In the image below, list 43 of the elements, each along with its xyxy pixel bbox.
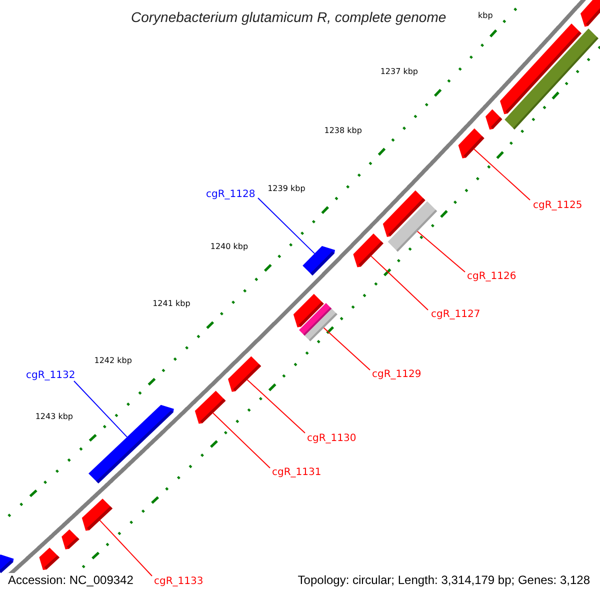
gene-label: cgR_1131 bbox=[272, 467, 322, 479]
gene-block bbox=[88, 404, 174, 484]
gene-block bbox=[382, 190, 426, 237]
gene-label: cgR_1132 bbox=[26, 370, 76, 382]
scale-label: kbp bbox=[478, 11, 493, 21]
gene-block bbox=[486, 109, 502, 130]
gene-block bbox=[353, 234, 384, 268]
leader-line bbox=[370, 256, 428, 310]
gene-block bbox=[302, 246, 335, 276]
gene-block bbox=[194, 390, 226, 424]
leader-line bbox=[246, 379, 306, 434]
gene-label: cgR_1126 bbox=[467, 271, 516, 283]
leader-line bbox=[99, 520, 152, 576]
gene-label: cgR_1125 bbox=[533, 200, 582, 212]
gene-label: cgR_1133 bbox=[154, 576, 204, 588]
leader-line bbox=[74, 380, 128, 438]
gene-label: cgR_1129 bbox=[372, 369, 422, 381]
gene-block bbox=[39, 548, 60, 570]
scale-label: 1239 kbp bbox=[266, 184, 306, 194]
scale-label: 1238 kbp bbox=[323, 126, 362, 136]
gene-block bbox=[458, 128, 484, 158]
accession-text: Accession: NC_009342 bbox=[8, 573, 134, 588]
leader-line bbox=[416, 230, 466, 272]
gene-block bbox=[82, 498, 112, 531]
gene-label: cgR_1128 bbox=[206, 189, 256, 201]
scale-label: 1242 kbp bbox=[93, 356, 132, 366]
scale-label: 1240 kbp bbox=[209, 242, 248, 252]
leader-line bbox=[474, 148, 530, 200]
gene-block bbox=[500, 24, 582, 114]
gene-block bbox=[228, 356, 262, 392]
gene-block bbox=[293, 294, 324, 328]
gene-label: cgR_1130 bbox=[307, 433, 356, 445]
leader-line bbox=[212, 412, 270, 468]
genome-stats: Topology: circular; Length: 3,314,179 bp; Genes: 3,128 bbox=[298, 573, 590, 588]
leader-line bbox=[323, 327, 370, 370]
gene-block bbox=[0, 554, 14, 573]
scale-label: 1243 kbp bbox=[34, 412, 74, 422]
gene-block bbox=[62, 529, 80, 550]
leader-line bbox=[258, 198, 316, 254]
gene-label: cgR_1127 bbox=[431, 309, 480, 321]
scale-label: 1237 kbp bbox=[379, 67, 418, 78]
scale-label: 1241 kbp bbox=[152, 299, 190, 310]
gene-block bbox=[580, 0, 600, 27]
